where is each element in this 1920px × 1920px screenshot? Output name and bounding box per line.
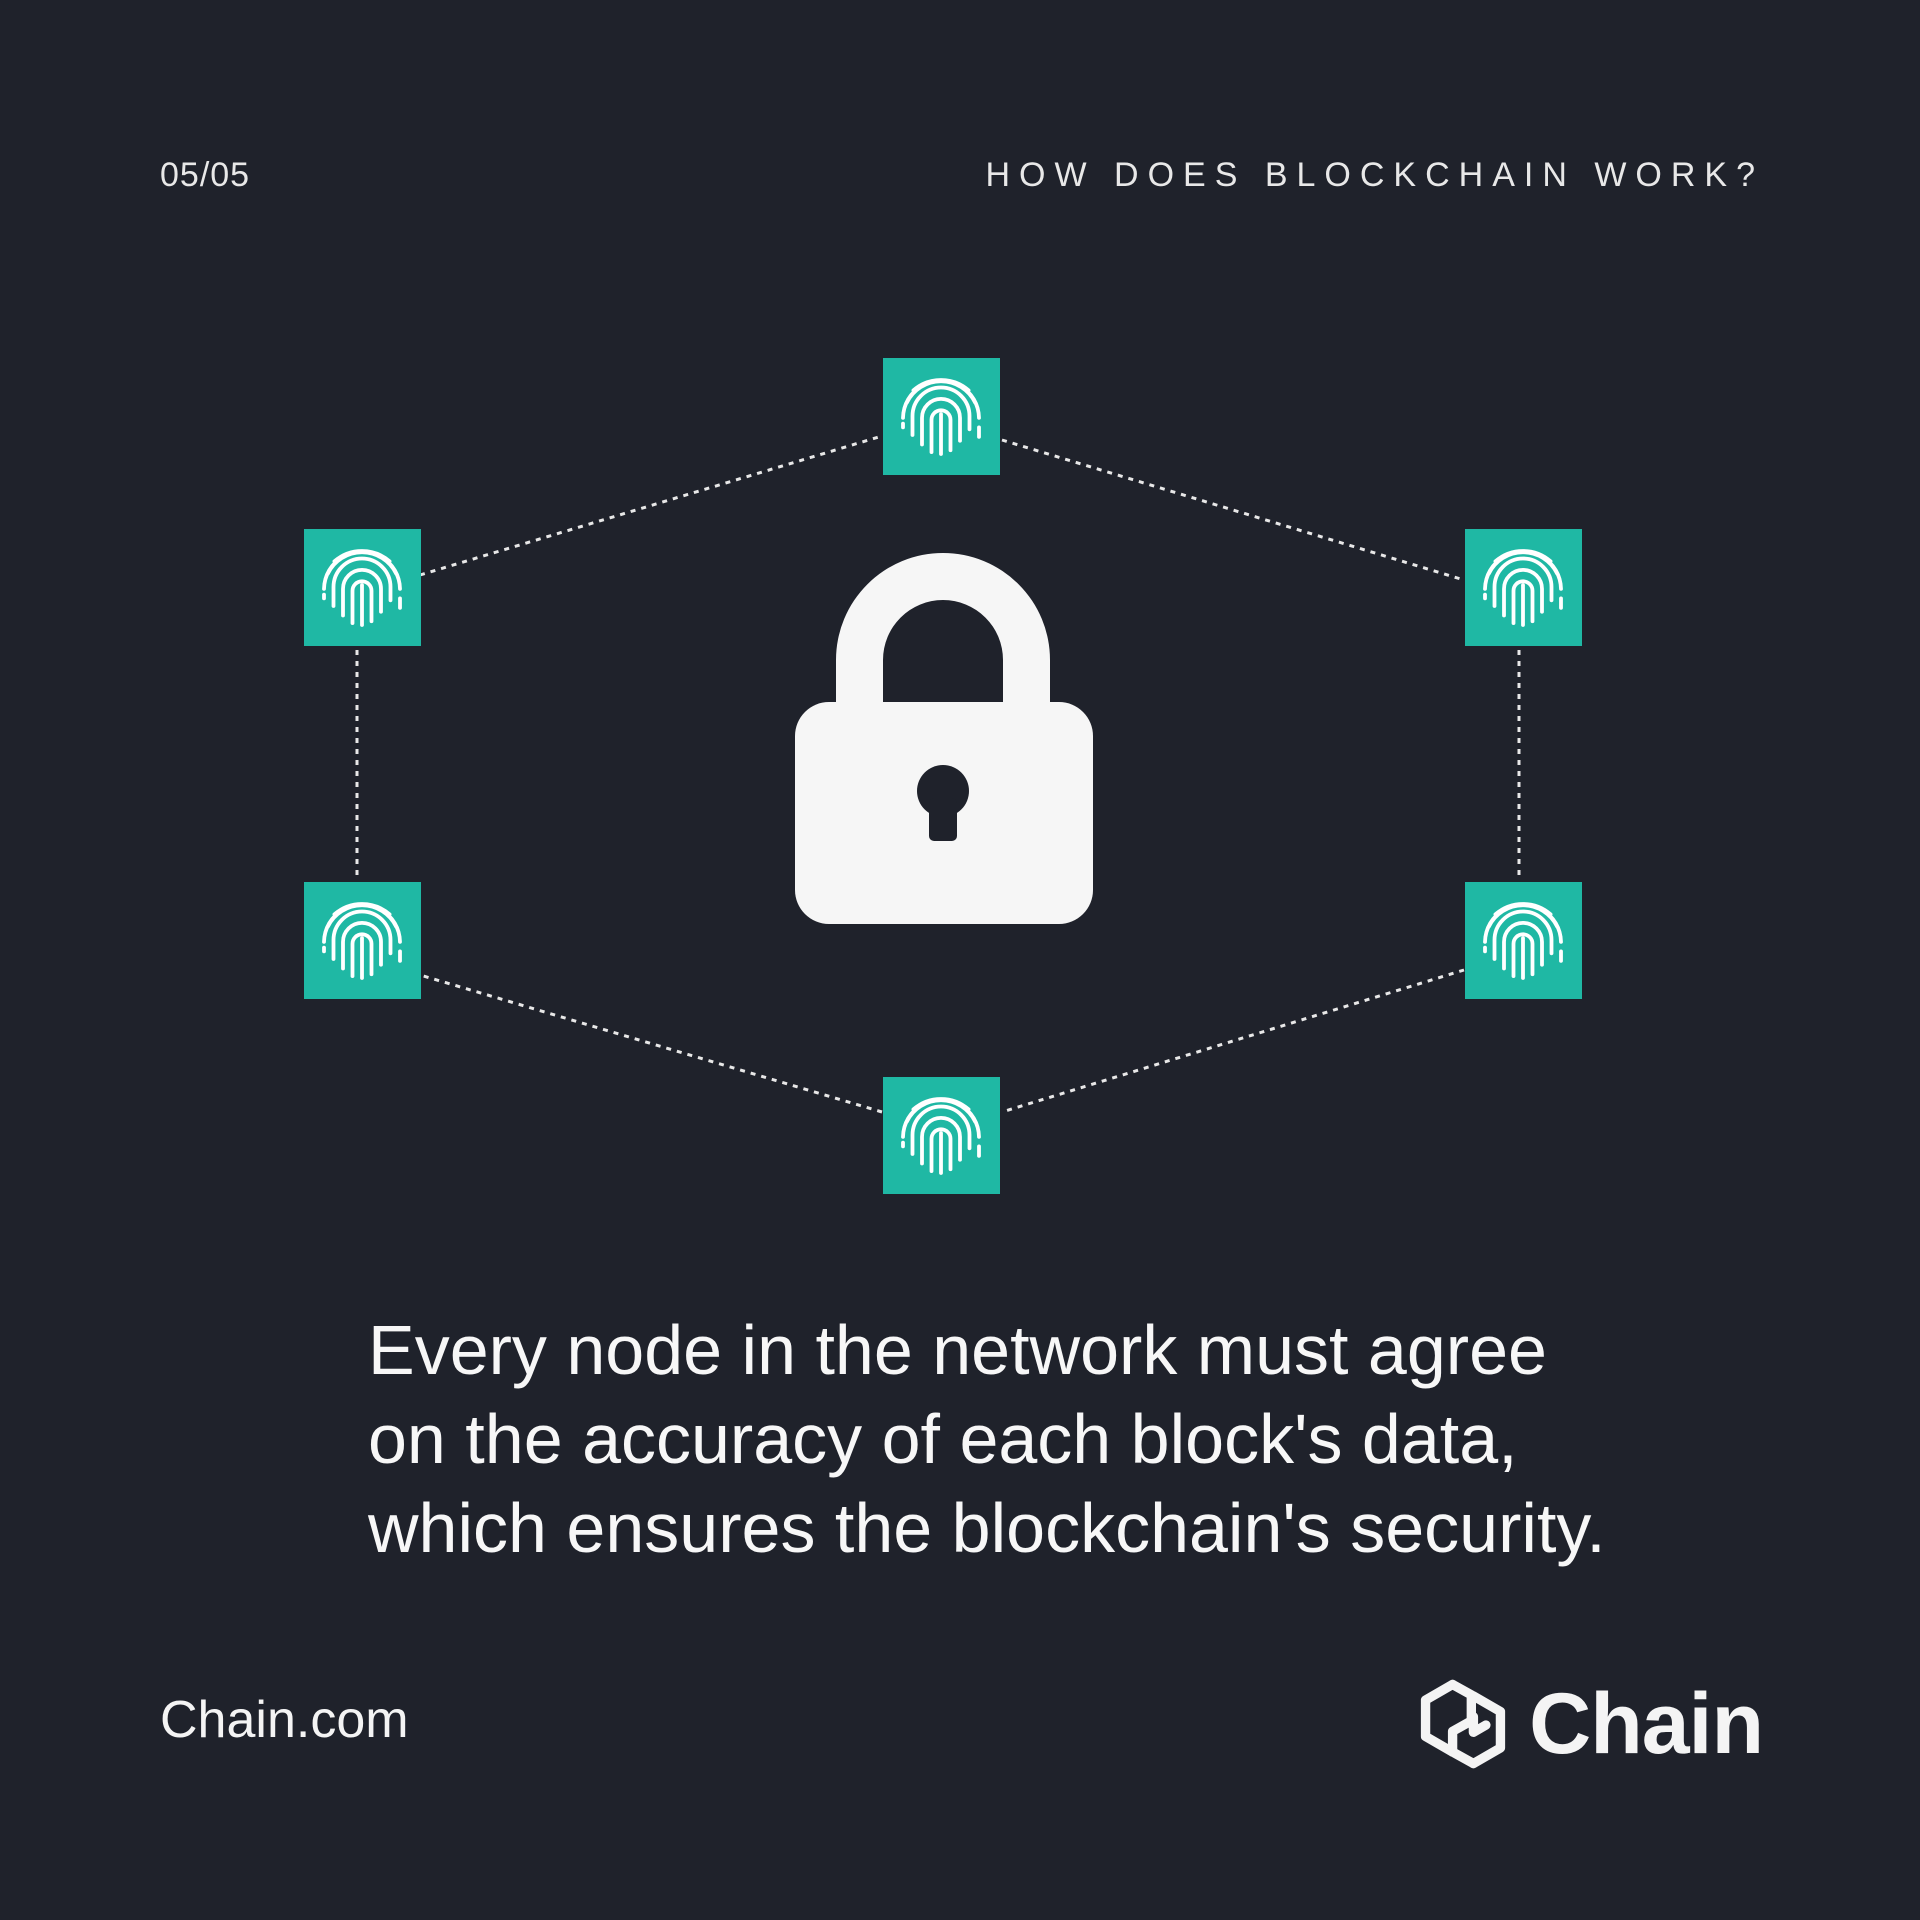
padlock-icon bbox=[795, 553, 1093, 924]
caption: Every node in the network must agree on … bbox=[368, 1306, 1748, 1573]
link-bottom-left bbox=[419, 973, 883, 1114]
caption-line: Every node in the network must agree bbox=[368, 1311, 1547, 1389]
node-bottom-left bbox=[304, 882, 421, 999]
logo-text: Chain bbox=[1529, 1675, 1764, 1772]
header-title: HOW DOES BLOCKCHAIN WORK? bbox=[985, 156, 1764, 194]
node-top-left bbox=[304, 529, 421, 646]
caption-line: which ensures the blockchain's security. bbox=[368, 1489, 1606, 1567]
chain-hexagon-logo-icon bbox=[1420, 1679, 1506, 1769]
caption-line: on the accuracy of each block's data, bbox=[368, 1400, 1518, 1478]
link-bottom-right bbox=[1001, 968, 1465, 1114]
chain-logo: Chain bbox=[1411, 1672, 1764, 1776]
node-top-right bbox=[1465, 529, 1582, 646]
link-top-right bbox=[1001, 438, 1465, 582]
node-bottom bbox=[883, 1077, 1000, 1194]
node-top bbox=[883, 358, 1000, 475]
page-counter: 05/05 bbox=[160, 156, 251, 194]
footer-url[interactable]: Chain.com bbox=[160, 1691, 409, 1749]
node-bottom-right bbox=[1465, 882, 1582, 999]
link-top-left bbox=[419, 434, 883, 577]
